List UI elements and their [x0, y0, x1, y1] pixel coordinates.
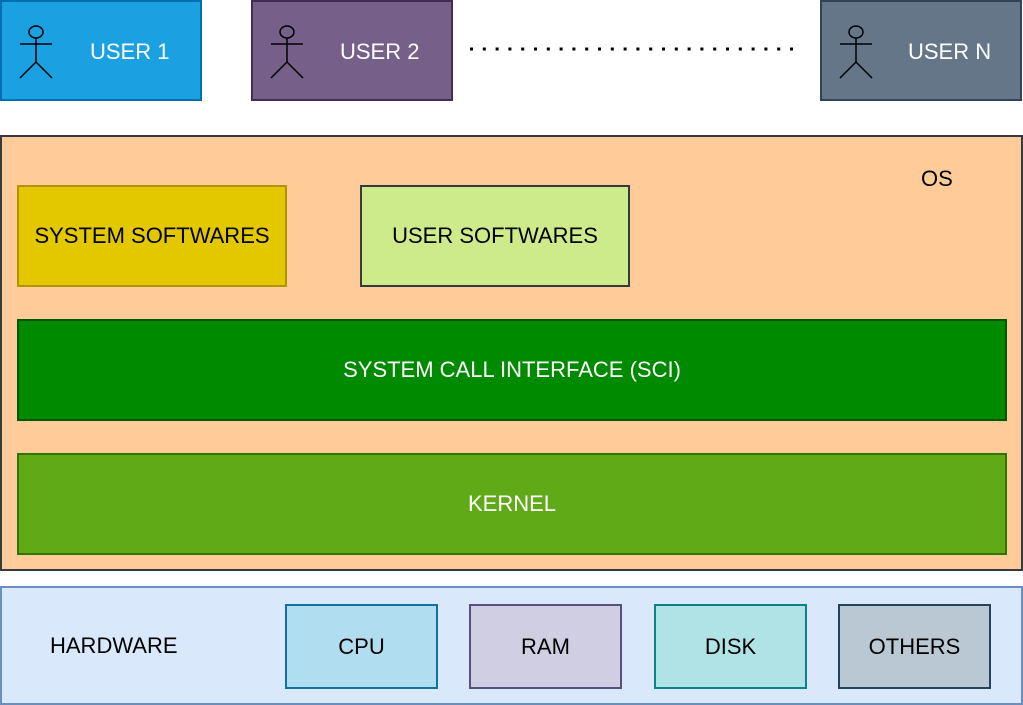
ram-label: RAM	[521, 633, 570, 659]
user-n-box[interactable]: USER N	[820, 0, 1022, 101]
kernel-box[interactable]: KERNEL	[17, 453, 1007, 555]
disk-box[interactable]: DISK	[654, 604, 807, 689]
kernel-label: KERNEL	[467, 491, 557, 516]
system-softwares-label: SYSTEM SOFTWARES	[34, 223, 270, 248]
system-softwares-box[interactable]: SYSTEM SOFTWARES	[17, 185, 287, 287]
os-label: OS	[921, 166, 953, 191]
dotted-line-icon	[470, 47, 796, 51]
user-2-label: USER 2	[340, 39, 420, 64]
hardware-container: HARDWARE CPU RAM DISK OTHERS	[0, 586, 1023, 705]
others-box[interactable]: OTHERS	[838, 604, 991, 689]
user-actor-icon	[270, 25, 304, 79]
user-n-label: USER N	[908, 39, 992, 64]
disk-label: DISK	[704, 633, 757, 659]
user-2-box[interactable]: USER 2	[251, 0, 453, 101]
os-container: OS SYSTEM SOFTWARES USER SOFTWARES SYSTE…	[0, 135, 1023, 571]
others-label: OTHERS	[868, 633, 961, 659]
cpu-box[interactable]: CPU	[285, 604, 438, 689]
sci-box[interactable]: SYSTEM CALL INTERFACE (SCI)	[17, 319, 1007, 421]
user-softwares-label: USER SOFTWARES	[392, 223, 598, 248]
user-actor-icon	[839, 25, 873, 79]
ram-box[interactable]: RAM	[469, 604, 622, 689]
user-softwares-box[interactable]: USER SOFTWARES	[360, 185, 630, 287]
user-1-label: USER 1	[90, 39, 170, 64]
user-actor-icon	[19, 25, 53, 79]
hardware-label: HARDWARE	[50, 633, 178, 658]
cpu-label: CPU	[338, 633, 385, 659]
sci-label: SYSTEM CALL INTERFACE (SCI)	[343, 357, 681, 382]
user-1-box[interactable]: USER 1	[0, 0, 202, 101]
